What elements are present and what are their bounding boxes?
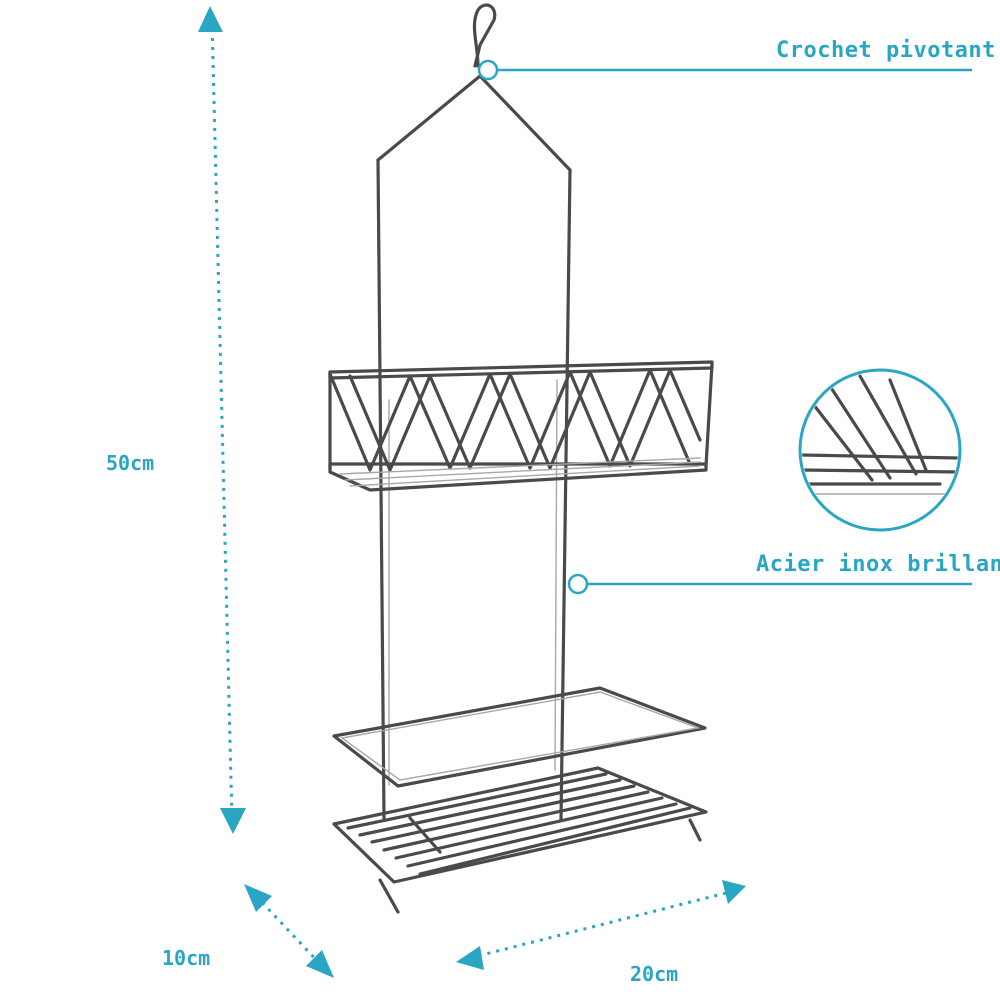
width-dimension-arrow <box>456 880 746 970</box>
depth-label: 10cm <box>162 946 211 970</box>
shower-caddy <box>328 3 714 914</box>
material-callout-label: Acier inox brillant <box>756 552 1000 577</box>
width-label: 20cm <box>630 962 679 986</box>
height-label: 50cm <box>106 451 155 475</box>
swivel-hook <box>472 3 497 68</box>
height-dimension-arrow <box>198 6 246 834</box>
material-callout-line <box>567 573 972 595</box>
hook-callout-line <box>477 59 972 81</box>
right-rod <box>559 168 572 822</box>
hanger-frame <box>376 74 572 172</box>
middle-shelf <box>332 686 707 788</box>
detail-magnifier <box>798 368 962 532</box>
top-basket <box>328 360 714 492</box>
hook-callout-label: Crochet pivotant <box>776 38 996 63</box>
depth-dimension-arrow <box>244 884 334 978</box>
bottom-shelf <box>332 766 708 914</box>
